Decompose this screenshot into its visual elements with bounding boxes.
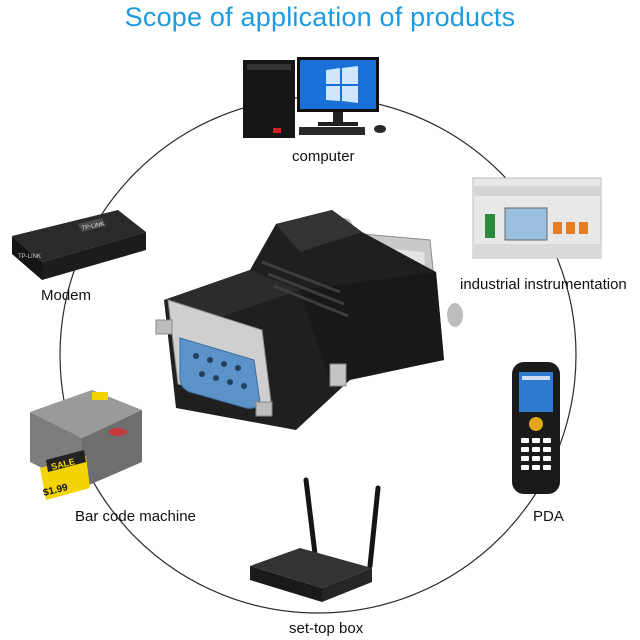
settop-box-icon: [250, 477, 381, 602]
device-label-pda: PDA: [533, 508, 564, 525]
device-label-modem: Modem: [41, 287, 92, 304]
vga-adapter-image: [155, 210, 463, 430]
device-label-industrial: industrial instrumentation: [460, 276, 627, 293]
barcode-printer-icon: [30, 390, 142, 500]
pda-icon: [512, 362, 560, 494]
device-label-settop: set-top box: [289, 620, 364, 637]
device-label-computer: computer: [292, 148, 355, 165]
page-title: Scope of application of products: [124, 2, 516, 32]
modem-brand: TP-LINK: [18, 254, 41, 260]
meter-icon: [472, 177, 602, 259]
computer-icon: [243, 57, 386, 138]
modem-logo: TP-LINK: [81, 221, 105, 232]
device-label-barcode: Bar code machine: [75, 508, 196, 525]
modem-icon: [12, 210, 146, 280]
